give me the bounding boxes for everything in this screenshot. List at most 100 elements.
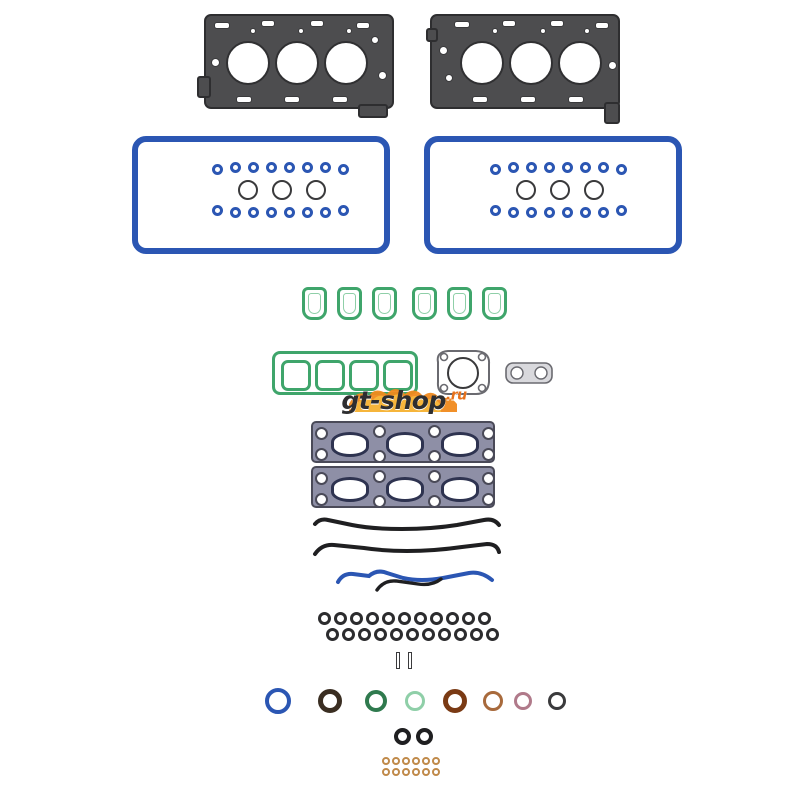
- injector-o-ring: [382, 768, 390, 776]
- injector-o-ring: [412, 757, 420, 765]
- exhaust-bolt-hole: [428, 425, 441, 438]
- exhaust-bolt-hole: [315, 427, 328, 440]
- exhaust-bolt-hole: [428, 495, 441, 508]
- head-gasket-hole: [371, 36, 379, 44]
- o-ring: [318, 689, 342, 713]
- head-gasket-hole: [250, 28, 256, 34]
- head-gasket-slot: [568, 96, 584, 103]
- valve-stem-seal: [454, 628, 467, 641]
- exhaust-port: [441, 477, 479, 502]
- exhaust-bolt-hole: [315, 472, 328, 485]
- head-gasket-hole: [445, 74, 453, 82]
- valve-stem-seal: [342, 628, 355, 641]
- exhaust-bolt-hole: [428, 450, 441, 463]
- head-gasket-tab: [358, 104, 388, 118]
- valve-stem-seal: [414, 612, 427, 625]
- injector-o-ring: [402, 757, 410, 765]
- o-ring: [548, 692, 566, 710]
- o-ring-assortment-group: [265, 688, 566, 716]
- exhaust-bolt-hole: [482, 472, 495, 485]
- intake-port-gasket: [372, 287, 397, 320]
- valve-cover-grommet: [544, 162, 555, 173]
- head-gasket-slot: [595, 22, 609, 29]
- valve-stem-seal: [406, 628, 419, 641]
- crank-seals-group: [394, 728, 434, 748]
- plenum-port: [315, 360, 345, 391]
- dowel-pin: [408, 652, 412, 669]
- exhaust-bolt-hole: [373, 425, 386, 438]
- head-gasket-hole: [540, 28, 546, 34]
- valve-cover-grommet: [230, 207, 241, 218]
- valve-cover-grommet: [212, 164, 223, 175]
- head-gasket-hole: [584, 28, 590, 34]
- head-gasket-slot: [454, 21, 470, 28]
- valve-cover-grommet: [284, 207, 295, 218]
- intake-manifold-end-seal: [336, 569, 494, 584]
- valve-stem-seal: [334, 612, 347, 625]
- valve-cover-grommet: [526, 162, 537, 173]
- valve-cover-grommet: [338, 205, 349, 216]
- intake-manifold-end-seal: [313, 517, 501, 532]
- head-gasket-bore: [558, 41, 602, 85]
- injector-o-ring: [392, 768, 400, 776]
- spark-plug-seal: [550, 180, 570, 200]
- head-gasket-bore: [226, 41, 270, 85]
- head-gasket-slot: [332, 96, 348, 103]
- head-gasket-hole: [378, 71, 387, 80]
- valve-stem-seal: [366, 612, 379, 625]
- valve-cover-grommet: [266, 162, 277, 173]
- exhaust-bolt-hole: [315, 448, 328, 461]
- intake-port-gasket: [482, 287, 507, 320]
- valve-cover-grommet: [338, 164, 349, 175]
- o-ring: [514, 692, 532, 710]
- valve-cover-grommet: [248, 162, 259, 173]
- valve-cover-grommet: [266, 207, 277, 218]
- valve-cover-grommet: [544, 207, 555, 218]
- spark-plug-seal: [584, 180, 604, 200]
- valve-stem-seal: [398, 612, 411, 625]
- valve-stem-seal: [350, 612, 363, 625]
- valve-cover-grommet: [616, 164, 627, 175]
- valve-cover-grommet: [320, 162, 331, 173]
- valve-cover-gasket-left: [132, 136, 390, 254]
- head-gasket-slot: [284, 96, 300, 103]
- o-ring: [265, 688, 291, 714]
- intake-port-gasket: [302, 287, 327, 320]
- exhaust-port: [331, 477, 369, 502]
- exhaust-manifold-gasket-lower: [311, 466, 495, 508]
- valve-stem-seal: [430, 612, 443, 625]
- injector-o-ring: [422, 757, 430, 765]
- head-gasket-hole: [439, 46, 448, 55]
- head-gasket-hole: [298, 28, 304, 34]
- spark-plug-seal: [272, 180, 292, 200]
- valve-cover-grommet: [508, 207, 519, 218]
- o-ring: [443, 689, 467, 713]
- spark-plug-seal: [516, 180, 536, 200]
- valve-cover-grommet: [508, 162, 519, 173]
- head-gasket-bore: [460, 41, 504, 85]
- crank-seal: [394, 728, 411, 745]
- exhaust-port: [386, 477, 424, 502]
- head-gasket-hole: [608, 61, 617, 70]
- exhaust-bolt-hole: [482, 448, 495, 461]
- head-gasket-slot: [520, 96, 536, 103]
- valve-cover-grommet: [302, 207, 313, 218]
- dowel-pin: [396, 652, 400, 669]
- exhaust-bolt-hole: [315, 493, 328, 506]
- valve-stem-seal: [358, 628, 371, 641]
- head-gasket-slot: [310, 20, 324, 27]
- head-gasket-hole: [211, 58, 220, 67]
- head-gasket-right: [426, 14, 620, 124]
- valve-cover-grommet: [320, 207, 331, 218]
- exhaust-bolt-hole: [428, 470, 441, 483]
- intake-port-gasket: [412, 287, 437, 320]
- valve-cover-grommet: [248, 207, 259, 218]
- o-ring: [365, 690, 387, 712]
- valve-cover-grommet: [490, 205, 501, 216]
- valve-stem-seal: [462, 612, 475, 625]
- head-gasket-bore: [275, 41, 319, 85]
- upper-intake-plenum-gasket: [272, 351, 418, 395]
- head-gasket-tab: [197, 76, 211, 98]
- injector-o-ring: [402, 768, 410, 776]
